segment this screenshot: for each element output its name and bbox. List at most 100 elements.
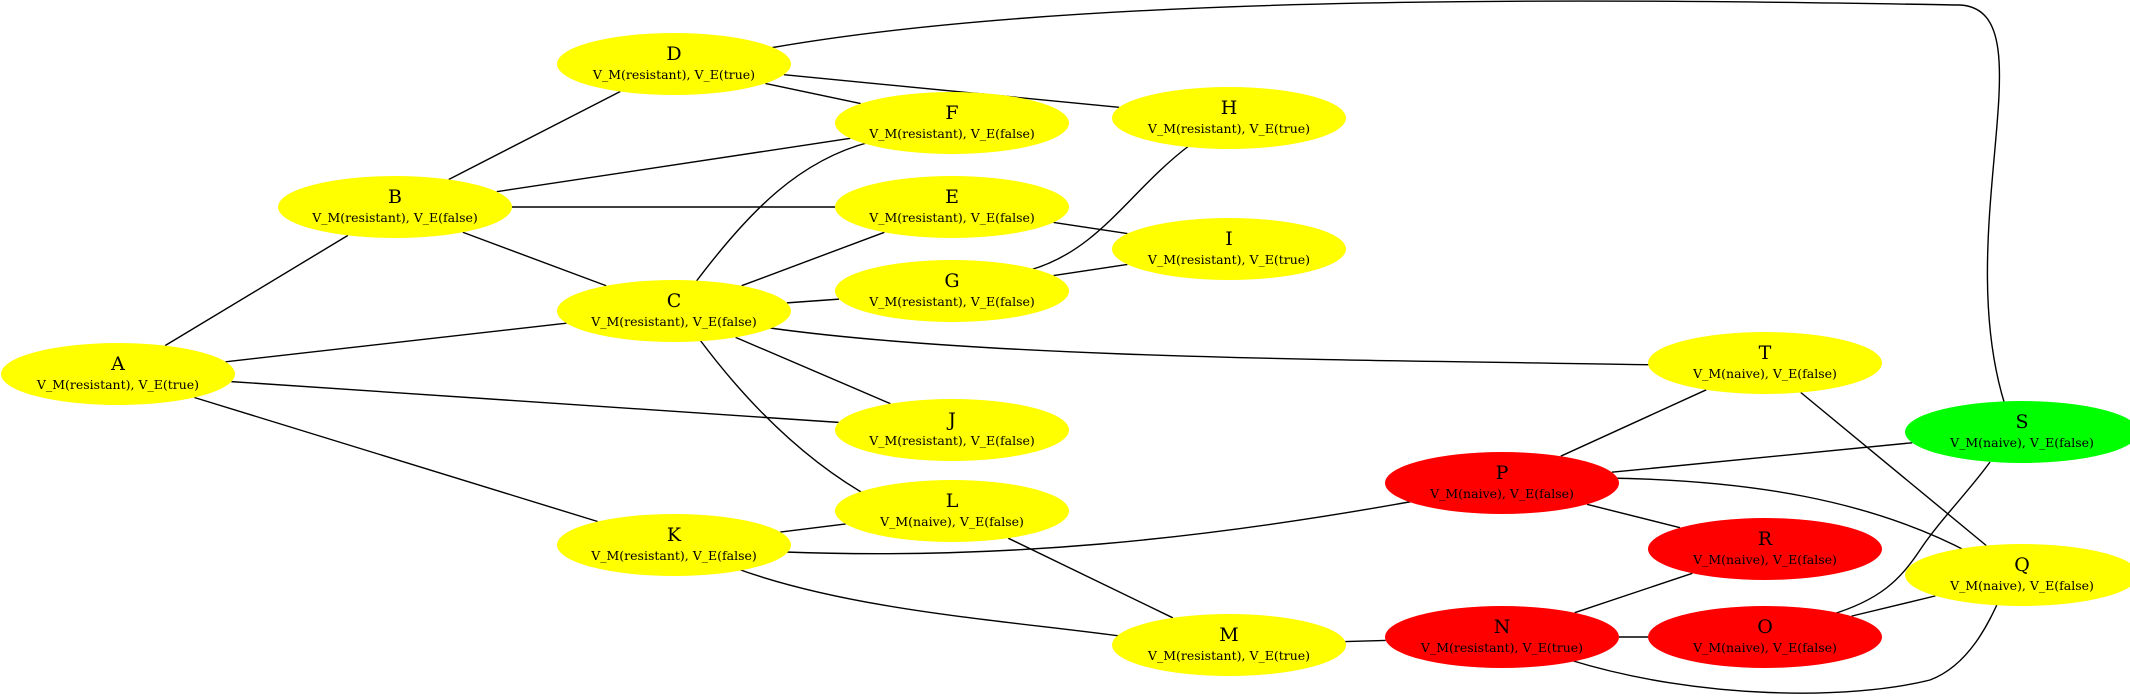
- edge-l-m: [1007, 537, 1174, 619]
- edge-o-s: [1829, 461, 1991, 616]
- node-l[interactable]: L V_M(naive), V_E(false): [835, 480, 1069, 542]
- edge-o-q: [1851, 595, 1936, 617]
- edge-a-c: [225, 322, 567, 363]
- node-r[interactable]: R V_M(naive), V_E(false): [1648, 518, 1882, 580]
- node-h-state: V_M(resistant), V_E(true): [1147, 121, 1310, 136]
- node-j[interactable]: JV_M(resistant), V_E(false): [835, 399, 1069, 461]
- node-q-label: Q: [2014, 554, 2030, 576]
- node-o-state: V_M(naive), V_E(false): [1692, 640, 1837, 655]
- node-c-ellipse: [557, 280, 791, 342]
- node-t-label: T: [1759, 342, 1772, 364]
- node-p[interactable]: P V_M(naive), V_E(false): [1385, 452, 1619, 514]
- edge-c-j: [735, 336, 891, 405]
- edge-n-r: [1574, 572, 1693, 614]
- node-t-state: V_M(naive), V_E(false): [1692, 366, 1837, 381]
- edge-p-t: [1560, 389, 1707, 457]
- node-g-state: V_M(resistant), V_E(false): [868, 294, 1035, 309]
- node-e-ellipse: [835, 176, 1069, 238]
- node-h[interactable]: H V_M(resistant), V_E(true): [1112, 87, 1346, 149]
- node-i-label: I: [1225, 228, 1233, 250]
- node-r-label: R: [1758, 528, 1773, 550]
- node-t-ellipse: [1648, 332, 1882, 394]
- node-f[interactable]: FV_M(resistant), V_E(false): [835, 92, 1069, 154]
- node-d-label: D: [666, 43, 681, 65]
- node-d[interactable]: D V_M(resistant), V_E(true): [557, 33, 791, 95]
- node-n[interactable]: N V_M(resistant), V_E(true): [1385, 606, 1619, 668]
- node-k-ellipse: [557, 514, 791, 576]
- node-r-ellipse: [1648, 518, 1882, 580]
- node-a-state: V_M(resistant), V_E(true): [36, 377, 199, 392]
- edge-g-h: [1029, 144, 1191, 271]
- edge-b-c: [462, 231, 607, 287]
- node-i[interactable]: IV_M(resistant), V_E(true): [1112, 218, 1346, 280]
- edge-k-p: [784, 499, 1421, 555]
- edge-k-l: [780, 523, 846, 533]
- edge-a-j: [231, 380, 839, 424]
- node-m-ellipse: [1112, 614, 1346, 676]
- node-d-ellipse: [557, 33, 791, 95]
- node-k[interactable]: KV_M(resistant), V_E(false): [557, 514, 791, 576]
- node-r-state: V_M(naive), V_E(false): [1692, 552, 1837, 567]
- node-g[interactable]: G V_M(resistant), V_E(false): [835, 260, 1069, 322]
- node-e-label: E: [945, 186, 959, 208]
- edge-k-m: [734, 567, 1121, 637]
- edge-b-d: [448, 90, 621, 181]
- node-m-state: V_M(resistant), V_E(true): [1147, 648, 1310, 663]
- node-m[interactable]: M V_M(resistant), V_E(true): [1112, 614, 1346, 676]
- node-q[interactable]: Q V_M(naive), V_E(false): [1905, 544, 2130, 606]
- node-b-ellipse: [278, 176, 512, 238]
- edge-c-f: [694, 141, 871, 284]
- node-b[interactable]: BV_M(resistant), V_E(false): [278, 176, 512, 238]
- node-g-label: G: [944, 270, 959, 292]
- node-f-label: F: [945, 102, 958, 124]
- edge-p-s: [1611, 442, 1913, 473]
- node-o[interactable]: O V_M(naive), V_E(false): [1648, 606, 1882, 668]
- node-b-state: V_M(resistant), V_E(false): [311, 210, 478, 225]
- edge-c-g: [786, 298, 840, 304]
- node-s-label: S: [2015, 411, 2028, 433]
- node-c-label: C: [667, 290, 682, 312]
- node-o-ellipse: [1648, 606, 1882, 668]
- node-c[interactable]: C V_M(resistant), V_E(false): [557, 280, 791, 342]
- graph-nodes: A V_M(resistant), V_E(true) BV_M(resistant…: [1, 33, 2130, 676]
- edge-d-h: [783, 73, 1120, 109]
- node-m-label: M: [1219, 624, 1238, 646]
- edge-d-s: [769, 0, 2006, 406]
- node-q-state: V_M(naive), V_E(false): [1949, 578, 2094, 593]
- node-l-ellipse: [835, 480, 1069, 542]
- node-g-ellipse: [835, 260, 1069, 322]
- node-c-state: V_M(resistant), V_E(false): [590, 314, 757, 329]
- edge-n-q: [1569, 597, 2001, 694]
- node-a-label: A: [110, 353, 125, 375]
- edge-b-f: [496, 137, 851, 193]
- edge-g-i: [1053, 263, 1128, 277]
- node-t[interactable]: T V_M(naive), V_E(false): [1648, 332, 1882, 394]
- node-j-state: V_M(resistant), V_E(false): [868, 433, 1035, 448]
- node-n-state: V_M(resistant), V_E(true): [1420, 640, 1583, 655]
- node-p-state: V_M(naive), V_E(false): [1429, 486, 1574, 501]
- edge-p-r: [1586, 503, 1681, 529]
- node-e[interactable]: EV_M(resistant), V_E(false): [835, 176, 1069, 238]
- node-k-label: K: [667, 524, 682, 546]
- node-a[interactable]: A V_M(resistant), V_E(true): [1, 343, 235, 405]
- edge-c-l: [699, 339, 876, 501]
- edge-e-i: [1053, 221, 1128, 235]
- edge-a-b: [164, 234, 349, 347]
- node-l-state: V_M(naive), V_E(false): [879, 514, 1024, 529]
- node-i-ellipse: [1112, 218, 1346, 280]
- node-j-ellipse: [835, 399, 1069, 461]
- graph-edges: [164, 0, 2006, 694]
- node-h-ellipse: [1112, 87, 1346, 149]
- node-n-label: N: [1494, 616, 1511, 638]
- node-s[interactable]: S V_M(naive), V_E(false): [1905, 401, 2130, 463]
- node-a-ellipse: [1, 343, 235, 405]
- node-l-label: L: [946, 490, 959, 512]
- node-d-state: V_M(resistant), V_E(true): [592, 67, 755, 82]
- edge-m-n: [1345, 639, 1386, 643]
- node-s-state: V_M(naive), V_E(false): [1949, 435, 2094, 450]
- node-h-label: H: [1221, 97, 1238, 119]
- node-p-label: P: [1496, 462, 1509, 484]
- node-o-label: O: [1757, 616, 1773, 638]
- node-f-ellipse: [835, 92, 1069, 154]
- edge-t-q: [1800, 391, 1987, 547]
